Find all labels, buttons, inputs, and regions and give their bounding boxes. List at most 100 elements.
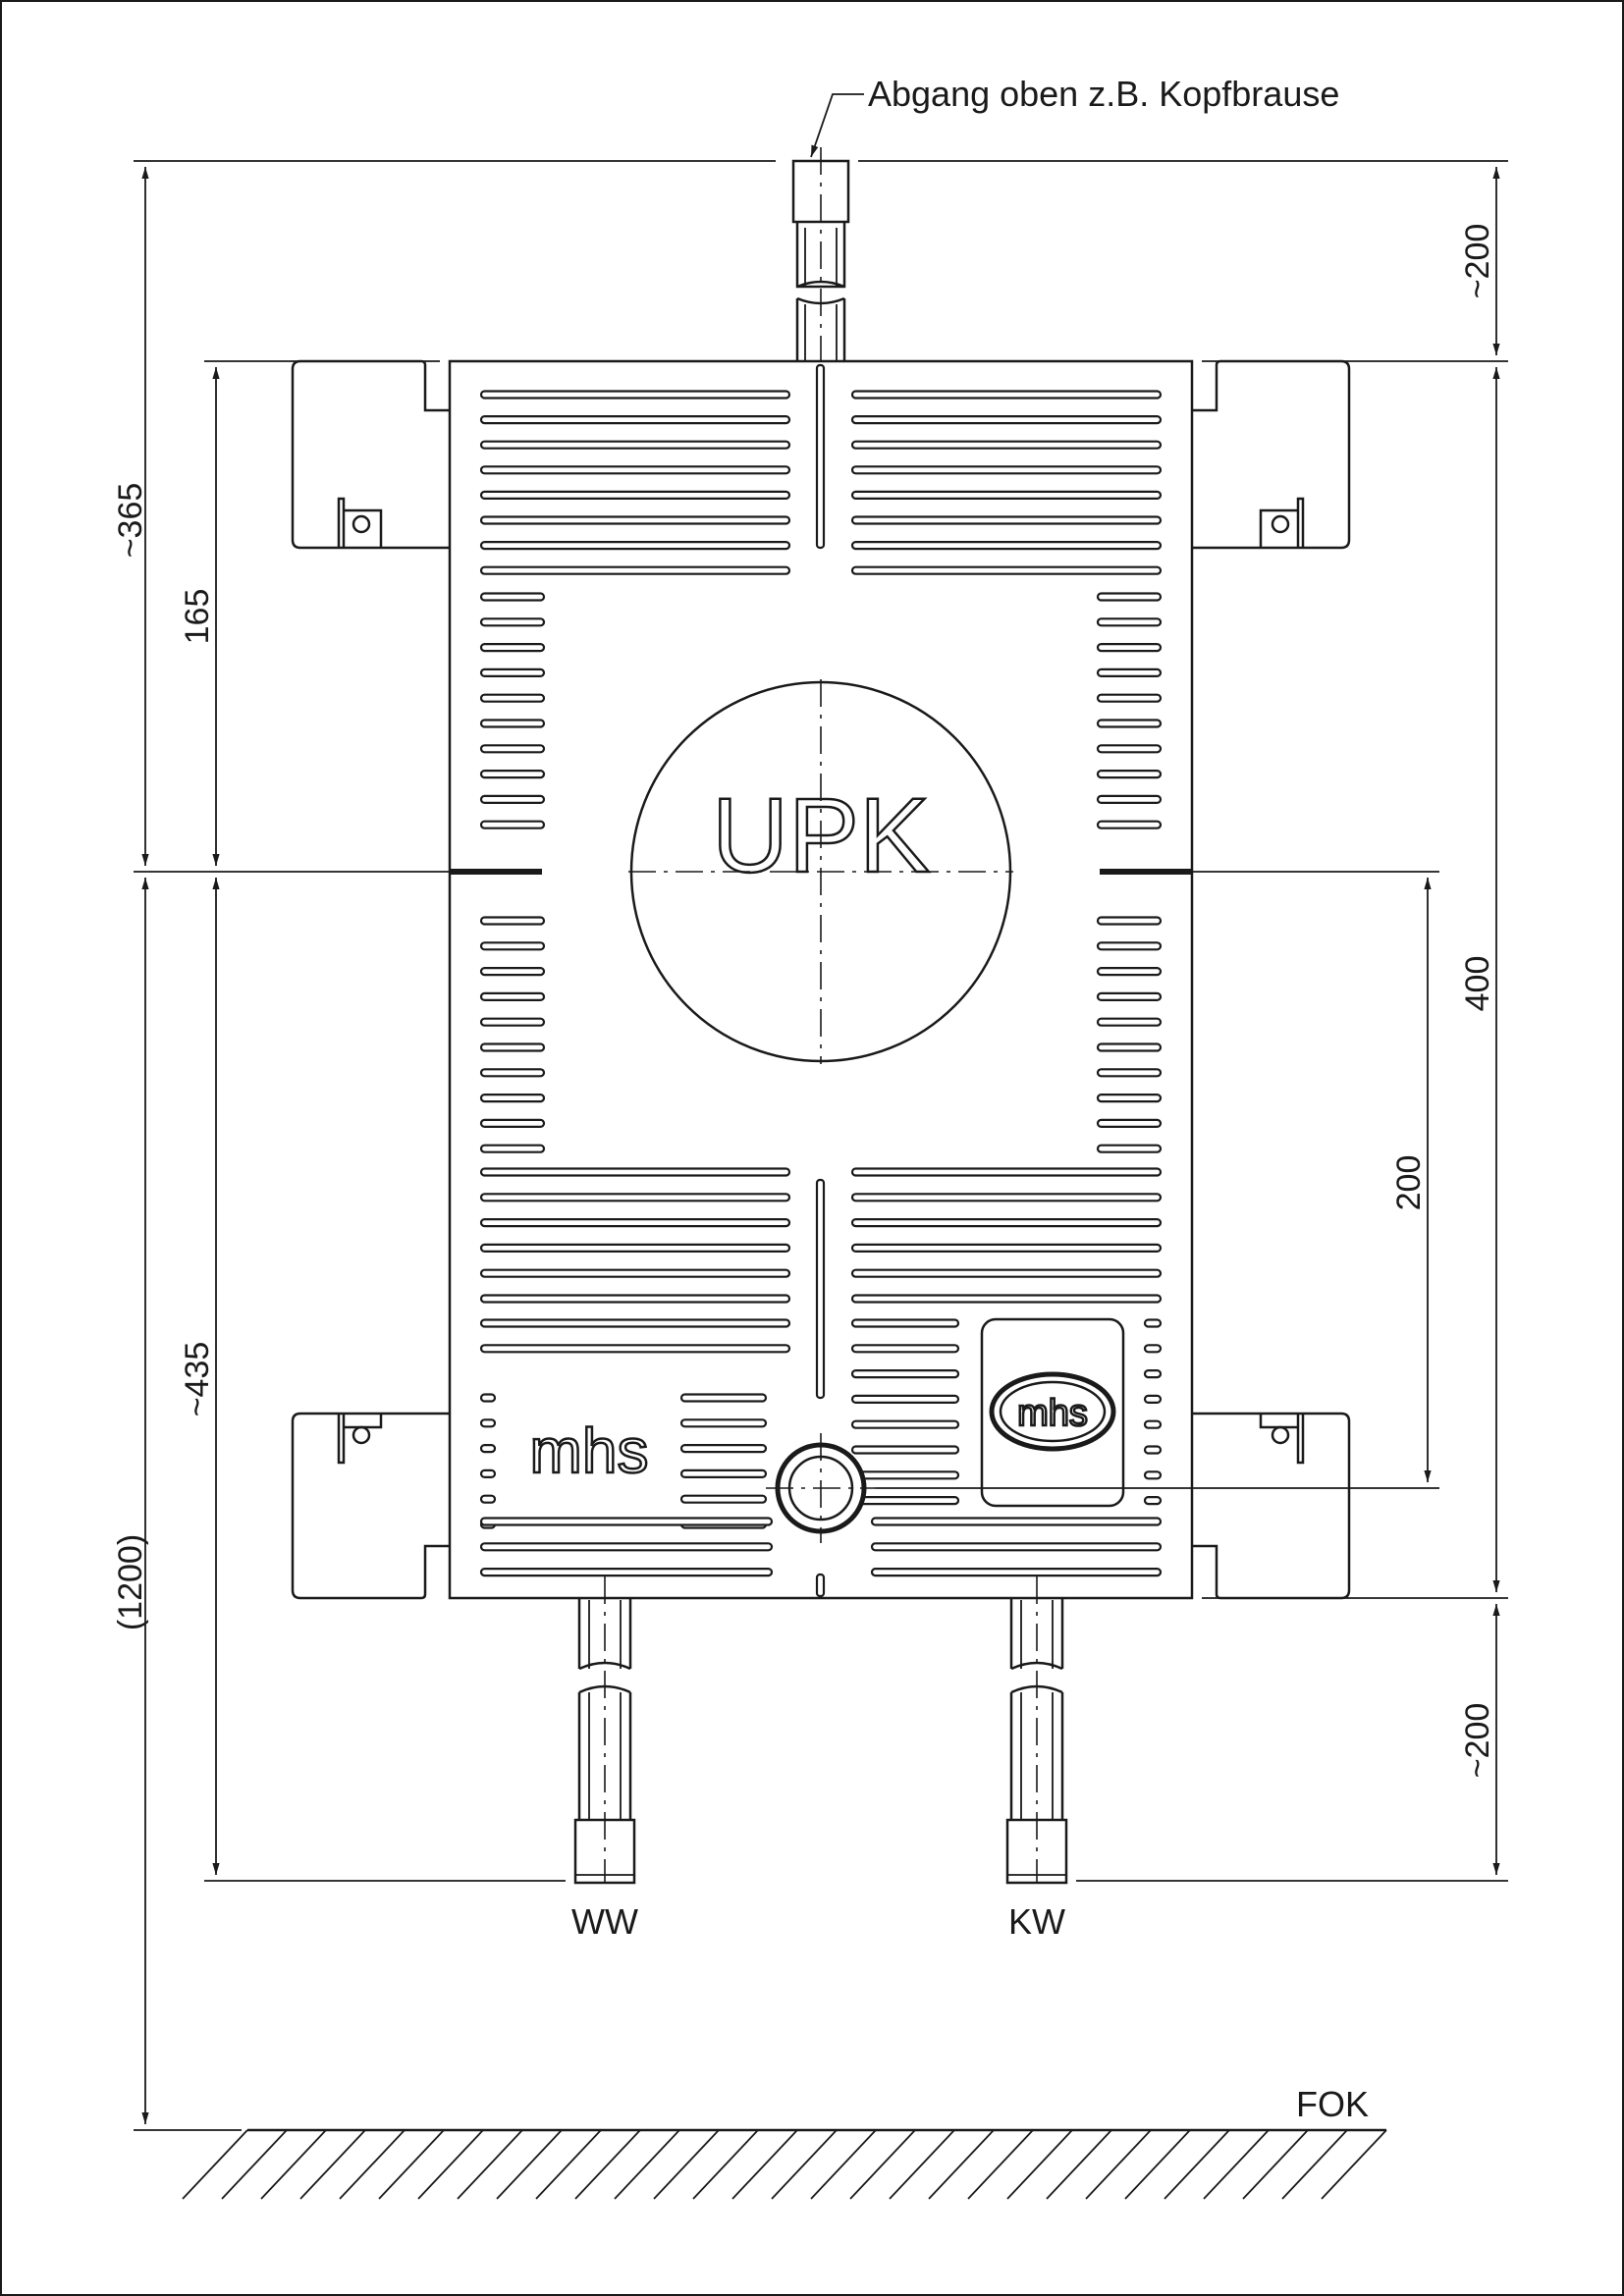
vent-slot	[479, 719, 546, 728]
top-outlet-pipe	[791, 159, 850, 361]
vent-slot	[850, 1419, 960, 1429]
vent-slot	[479, 794, 546, 805]
vent-slot	[479, 592, 546, 602]
vent-slot	[479, 1144, 546, 1153]
vent-slot	[1143, 1394, 1163, 1405]
vent-slot	[479, 1268, 791, 1278]
label-ww: WW	[571, 1901, 638, 1942]
vent-slot	[1096, 719, 1163, 728]
vent-slot	[850, 565, 1163, 575]
vent-slot	[1096, 617, 1163, 627]
floor-hatch-line	[889, 2129, 955, 2200]
vent-slot	[679, 1443, 768, 1454]
vent-slots	[479, 390, 1163, 1577]
vent-slot	[850, 415, 1163, 425]
vent-slot	[479, 744, 546, 754]
vent-slot	[850, 1268, 1163, 1278]
dim-1200: (1200)	[112, 1534, 149, 1630]
vent-slot	[1096, 769, 1163, 779]
vent-slot	[479, 1393, 497, 1403]
vent-slot	[479, 693, 546, 703]
vent-slot	[1096, 916, 1163, 926]
vent-slot	[679, 1494, 768, 1504]
vent-slot	[479, 465, 791, 475]
vent-slot	[1096, 820, 1163, 829]
vent-slot	[1096, 693, 1163, 703]
vent-slot	[850, 1495, 960, 1506]
vent-slot	[1096, 642, 1163, 653]
floor-hatch-line	[967, 2129, 1034, 2200]
floor-hatch-line	[653, 2129, 720, 2200]
dimension-lines	[141, 167, 1500, 2124]
vent-slot	[850, 1344, 960, 1354]
vent-slot	[1096, 1042, 1163, 1052]
vent-slot	[1143, 1470, 1163, 1480]
vent-slot	[479, 1517, 774, 1526]
vent-slot	[479, 1443, 497, 1454]
dim-200-mid: 200	[1390, 1155, 1428, 1211]
extension-lines	[134, 160, 1508, 2131]
vent-slot	[1143, 1419, 1163, 1429]
brand-logo-right: mhs	[1017, 1393, 1088, 1434]
vent-slot	[850, 1368, 960, 1379]
vent-slot	[1096, 1017, 1163, 1027]
vent-slot	[479, 1418, 497, 1428]
dimension-texts: ~365 165 ~435 (1200) ~200 400 200 ~200	[112, 224, 1496, 1779]
floor-hatch-line	[1321, 2129, 1387, 2200]
vent-slot	[479, 1017, 546, 1027]
floor-hatch-line	[849, 2129, 916, 2200]
vent-slot	[850, 390, 1163, 400]
vent-slot	[479, 1567, 774, 1577]
vent-slot	[1096, 1144, 1163, 1153]
vent-slot	[850, 540, 1163, 551]
floor-hatch-line	[1006, 2129, 1073, 2200]
vent-slot	[479, 820, 546, 829]
dim-400: 400	[1459, 956, 1496, 1012]
floor-hatch-line	[1085, 2129, 1152, 2200]
center-lines	[604, 147, 1038, 1883]
floor-hatch-line	[182, 2129, 248, 2200]
vent-slot	[479, 1093, 546, 1103]
vent-slot	[850, 1394, 960, 1405]
floor-hatch-line	[221, 2129, 288, 2200]
floor-hatch-line	[417, 2129, 484, 2200]
vent-slot	[850, 1193, 1163, 1202]
vent-slot	[1096, 1068, 1163, 1078]
bracket-top-left	[291, 359, 450, 550]
vent-slot	[479, 490, 791, 500]
bracket-bottom-left	[291, 1412, 450, 1600]
vent-slot	[1096, 667, 1163, 678]
vent-slot	[479, 390, 791, 400]
floor-hatch-line	[1124, 2129, 1191, 2200]
vent-slot	[1143, 1318, 1163, 1328]
vent-slot	[479, 1318, 791, 1328]
floor-hatch-line	[1203, 2129, 1270, 2200]
vent-slot	[679, 1468, 768, 1479]
label-kw: KW	[1008, 1901, 1065, 1942]
vent-slot	[479, 540, 791, 551]
vent-slot	[479, 1118, 546, 1129]
vent-slot	[1096, 941, 1163, 951]
badge-oval-outer	[989, 1371, 1116, 1452]
vent-slot	[850, 1217, 1163, 1228]
leader-top-outlet	[810, 93, 864, 158]
vent-slot	[479, 1193, 791, 1202]
floor-hatch-line	[339, 2129, 406, 2200]
vent-slot	[850, 1243, 1163, 1254]
vent-slot	[479, 916, 546, 926]
dim-165: 165	[179, 589, 216, 645]
floor-hatch-line	[574, 2129, 641, 2200]
floor-line	[182, 2128, 1387, 2200]
vent-slot	[679, 1418, 768, 1428]
vent-slot	[850, 1167, 1163, 1177]
vent-slot	[850, 1470, 960, 1480]
label-fok: FOK	[1296, 2084, 1369, 2124]
vent-slot	[479, 565, 791, 575]
vent-slot	[850, 1294, 1163, 1304]
brand-logo-left: mhs	[530, 1415, 649, 1486]
dim-200-bottom: ~200	[1459, 1703, 1496, 1779]
vent-slot	[850, 1445, 960, 1455]
floor-hatch-line	[1242, 2129, 1309, 2200]
vent-slot	[479, 1042, 546, 1052]
